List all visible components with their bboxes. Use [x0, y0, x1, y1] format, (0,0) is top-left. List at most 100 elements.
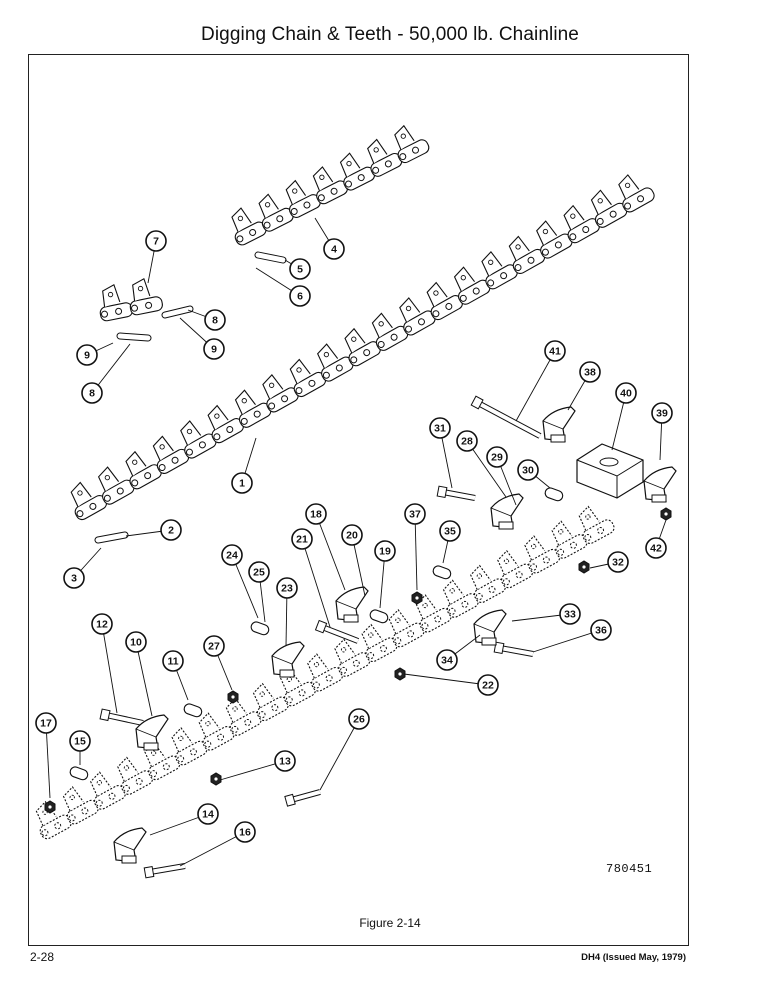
link-pin [527, 256, 535, 264]
callout-circle [145, 230, 167, 252]
block-hole [599, 457, 619, 467]
callout-c14: 14 [197, 803, 219, 825]
link-pin [198, 441, 206, 449]
callout-c25: 25 [248, 561, 270, 583]
tab-hole [378, 321, 384, 327]
callout-circle [231, 472, 253, 494]
chain-link [280, 668, 316, 707]
chain-link [367, 138, 403, 177]
callout-circle [436, 649, 458, 671]
bolt-shank [290, 790, 321, 802]
pin-body [95, 532, 128, 543]
tooth-base [481, 637, 497, 646]
bolt-shank [442, 490, 476, 500]
tab-hole [488, 259, 494, 265]
link-pin [268, 402, 276, 410]
tooth-edge [490, 507, 512, 517]
link-pin [330, 187, 338, 195]
callout-circle [274, 750, 296, 772]
block-edges [576, 459, 644, 498]
tooth-38 [542, 406, 576, 443]
link-pin [54, 822, 62, 830]
callout-label: 10 [130, 637, 142, 649]
figure-number: 780451 [606, 862, 653, 876]
chain-link [252, 682, 289, 722]
tab-hole [237, 215, 244, 222]
callout-circle [197, 803, 219, 825]
link-pin [488, 586, 496, 594]
callout-label: 30 [522, 465, 534, 477]
link-pin [244, 718, 252, 726]
link-pin [68, 814, 76, 822]
short-chain-section [231, 124, 430, 246]
callout-label: 38 [584, 367, 596, 379]
callout-circle [323, 238, 345, 260]
link-tab [497, 549, 519, 576]
callout-c39: 39 [651, 402, 673, 424]
link-pin [557, 548, 565, 556]
tab-hole [159, 444, 165, 450]
tab-hole [123, 765, 130, 771]
tab-hole [292, 188, 298, 194]
link-pin [115, 307, 123, 315]
callout-circle [234, 821, 256, 843]
bolt-head [284, 793, 296, 807]
bolt-26 [284, 789, 321, 807]
link-pin [569, 541, 577, 549]
chain-link [394, 124, 430, 164]
link-pin [475, 593, 483, 601]
callout-circle [76, 344, 98, 366]
link-pin [350, 356, 358, 364]
callout-label: 15 [74, 736, 86, 748]
link-pin [131, 304, 139, 312]
nut-hole [231, 695, 235, 699]
tab-hole [422, 602, 428, 609]
nut-hole [664, 512, 668, 516]
chain-link [180, 420, 217, 459]
link-tab [35, 800, 57, 827]
leader-c37 [414, 513, 418, 591]
tab-hole [542, 228, 549, 235]
callout-c41: 41 [544, 340, 566, 362]
tab-hole [286, 676, 292, 682]
bolt-head [493, 641, 505, 655]
callout-circle [291, 528, 313, 550]
callout-circle [203, 338, 225, 360]
callout-c26: 26 [348, 708, 370, 730]
link-pin [434, 615, 442, 623]
link-pin [363, 349, 371, 357]
link-pin [340, 666, 348, 674]
link-pin [108, 792, 116, 800]
callout-label: 29 [491, 452, 503, 464]
chain-link [563, 204, 600, 244]
chain-link [171, 727, 208, 766]
link-pin [177, 755, 185, 763]
chain-link [344, 327, 381, 367]
callout-c5: 5 [289, 258, 311, 280]
pin-8-upper [161, 305, 194, 319]
tab-hole [150, 750, 157, 756]
callout-label: 35 [444, 526, 456, 538]
tooth-edge [271, 655, 293, 665]
callout-label: 19 [379, 546, 391, 558]
link-tab [551, 520, 573, 546]
bolt-shank [105, 713, 144, 725]
link-pin [249, 228, 257, 236]
leader-c16 [179, 831, 246, 867]
link-pin [417, 318, 425, 326]
tooth-23 [271, 641, 305, 678]
link-pin [281, 395, 289, 403]
chain-link [442, 579, 479, 618]
nut-17 [44, 800, 56, 814]
link-pin [461, 600, 469, 608]
sleeve-25 [250, 621, 270, 636]
link-pin [472, 287, 480, 295]
callout-c8b: 8 [81, 382, 103, 404]
tooth-base [651, 494, 667, 503]
bolt-head [314, 619, 328, 634]
callout-c12: 12 [91, 613, 113, 635]
link-pin [459, 294, 467, 302]
callout-circle [289, 285, 311, 307]
tab-hole [313, 661, 320, 668]
